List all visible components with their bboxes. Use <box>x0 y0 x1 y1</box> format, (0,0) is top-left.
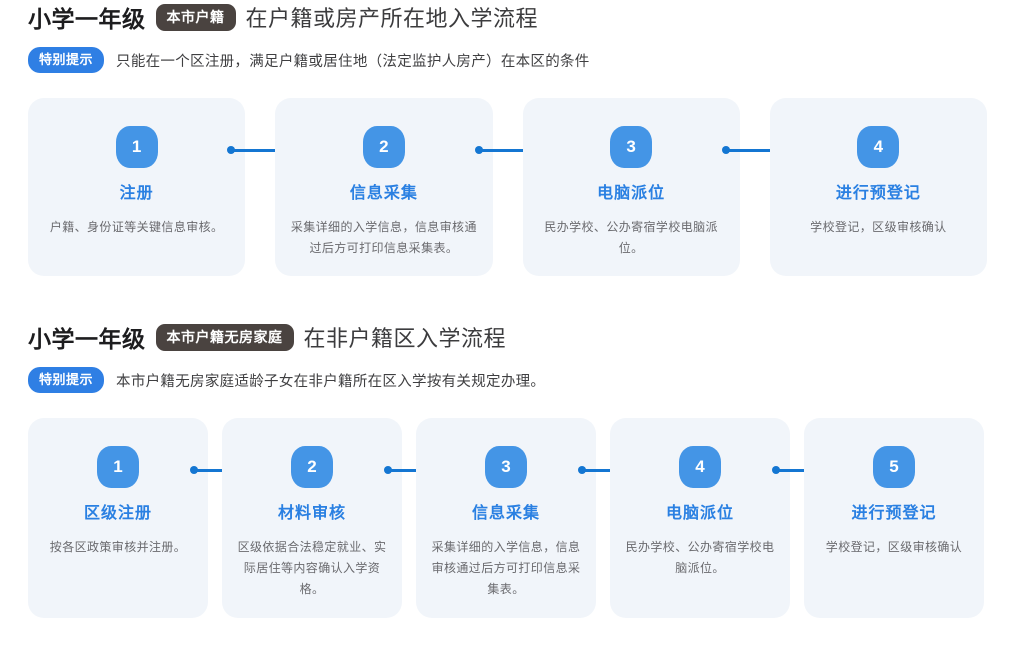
step-number-badge: 2 <box>291 446 333 488</box>
flow-step-card[interactable]: 2 材料审核 区级依据合法稳定就业、实际居住等内容确认入学资格。 <box>222 418 464 618</box>
flow-step-card[interactable]: 1 区级注册 按各区政策审核并注册。 <box>28 418 270 618</box>
section-note: 特别提示 只能在一个区注册，满足户籍或居住地（法定监护人房产）在本区的条件 <box>28 47 987 73</box>
section-huji: 小学一年级 本市户籍 在户籍或房产所在地入学流程 特别提示 只能在一个区注册，满… <box>28 0 987 276</box>
step-description: 按各区政策审核并注册。 <box>49 540 187 555</box>
flow-step-card[interactable]: 4 进行预登记 学校登记，区级审核确认 <box>769 98 987 276</box>
step-title: 进行预登记 <box>851 505 937 522</box>
arrow-dot <box>474 146 483 154</box>
step-title: 电脑派位 <box>665 505 734 522</box>
flow-step-card[interactable]: 3 电脑派位 民办学校、公办寄宿学校电脑派位。 <box>522 98 818 276</box>
flow-step-card[interactable]: 4 电脑派位 民办学校、公办寄宿学校电脑派位。 <box>610 418 852 618</box>
note-text: 只能在一个区注册，满足户籍或居住地（法定监护人房产）在本区的条件 <box>116 53 590 70</box>
flow-steps-row: 1 区级注册 按各区政策审核并注册。 2 材料审核 区级依据合法稳定就业、实际居… <box>28 418 987 618</box>
step-number-badge: 4 <box>679 446 721 488</box>
step-number-badge: 5 <box>873 446 915 488</box>
arrow-dot <box>384 466 392 474</box>
step-description: 民办学校、公办寄宿学校电脑派位。 <box>625 540 775 576</box>
step-title: 信息采集 <box>349 185 418 202</box>
section-subtitle: 在非户籍区入学流程 <box>303 326 507 351</box>
step-title: 进行预登记 <box>835 185 921 202</box>
section-wufang: 小学一年级 本市户籍无房家庭 在非户籍区入学流程 特别提示 本市户籍无房家庭适龄… <box>28 320 987 618</box>
step-title: 电脑派位 <box>597 185 666 202</box>
step-number-badge: 3 <box>610 126 653 168</box>
step-number-badge: 1 <box>115 126 158 168</box>
step-description: 学校登记，区级审核确认 <box>810 220 947 235</box>
arrow-dot <box>227 146 236 154</box>
status-badge: 本市户籍 <box>155 3 236 31</box>
step-number-badge: 1 <box>97 446 139 488</box>
arrow-dot <box>190 466 198 474</box>
section-header: 小学一年级 本市户籍 在户籍或房产所在地入学流程 <box>28 0 987 34</box>
arrow-dot <box>721 146 730 154</box>
step-description: 学校登记，区级审核确认 <box>825 540 963 555</box>
section-header: 小学一年级 本市户籍无房家庭 在非户籍区入学流程 <box>28 320 987 354</box>
section-note: 特别提示 本市户籍无房家庭适龄子女在非户籍所在区入学按有关规定办理。 <box>28 367 987 393</box>
flow-step-card[interactable]: 2 信息采集 采集详细的入学信息，信息审核通过后方可打印信息采集表。 <box>275 98 571 276</box>
note-pill-badge: 特别提示 <box>28 47 105 73</box>
step-title: 注册 <box>119 185 154 202</box>
page-title: 小学一年级 <box>28 6 146 32</box>
step-title: 材料审核 <box>277 505 346 522</box>
step-description: 民办学校、公办寄宿学校电脑派位。 <box>544 220 718 256</box>
step-description: 采集详细的入学信息，信息审核通过后方可打印信息采集表。 <box>431 540 581 597</box>
step-description: 采集详细的入学信息，信息审核通过后方可打印信息采集表。 <box>290 220 477 256</box>
arrow-dot <box>578 466 586 474</box>
note-pill-badge: 特别提示 <box>28 367 105 393</box>
flow-step-card[interactable]: 1 注册 户籍、身份证等关键信息审核。 <box>28 98 324 276</box>
page-title: 小学一年级 <box>28 326 146 352</box>
arrow-dot <box>772 466 780 474</box>
note-text: 本市户籍无房家庭适龄子女在非户籍所在区入学按有关规定办理。 <box>116 373 546 390</box>
step-title: 区级注册 <box>83 505 152 522</box>
flow-step-card[interactable]: 5 进行预登记 学校登记，区级审核确认 <box>804 418 984 618</box>
step-number-badge: 4 <box>857 126 900 168</box>
step-description: 户籍、身份证等关键信息审核。 <box>49 220 224 235</box>
step-number-badge: 2 <box>362 126 405 168</box>
step-number-badge: 3 <box>485 446 527 488</box>
section-subtitle: 在户籍或房产所在地入学流程 <box>245 6 539 31</box>
step-title: 信息采集 <box>471 505 540 522</box>
status-badge: 本市户籍无房家庭 <box>155 323 294 351</box>
flow-steps-row: 1 注册 户籍、身份证等关键信息审核。 2 信息采集 采集详细的入学信息，信息审… <box>28 98 987 276</box>
flow-step-card[interactable]: 3 信息采集 采集详细的入学信息，信息审核通过后方可打印信息采集表。 <box>416 418 658 618</box>
step-description: 区级依据合法稳定就业、实际居住等内容确认入学资格。 <box>237 540 387 597</box>
